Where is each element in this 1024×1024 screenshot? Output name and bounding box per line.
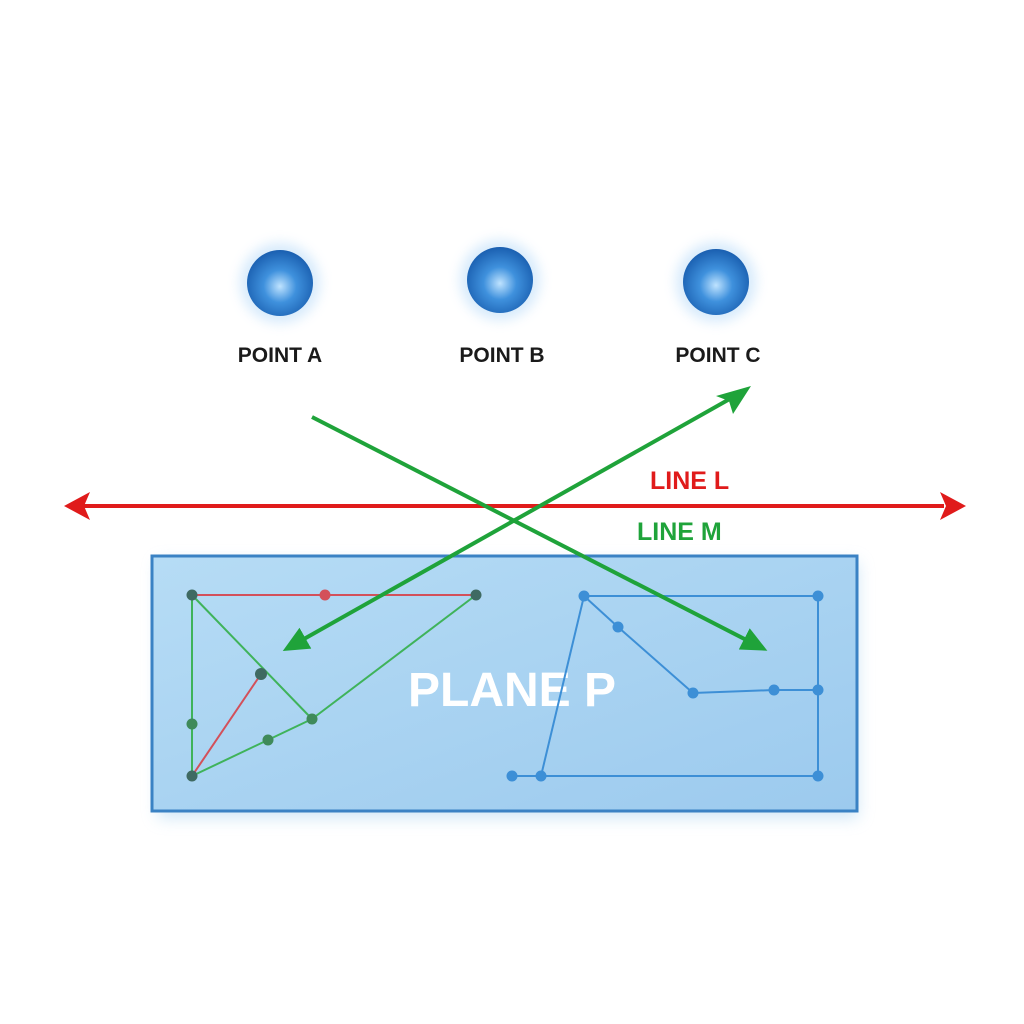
- left-figure: [186, 589, 482, 782]
- left-figure-vertex: [186, 718, 198, 730]
- line-m-arrowhead-up: [716, 386, 751, 414]
- left-figure-vertex: [319, 589, 331, 601]
- left-figure-vertex: [470, 589, 482, 601]
- point-a-sphere: [247, 250, 313, 316]
- point-b-label: POINT B: [459, 344, 544, 367]
- plane-p: PLANE P: [150, 554, 859, 818]
- plane-p-surface: [150, 554, 859, 813]
- left-figure-long-edge: [311, 594, 477, 720]
- left-figure-vertex: [186, 589, 198, 601]
- line-l-label: LINE L: [650, 467, 729, 495]
- point-c: POINT C: [675, 242, 761, 367]
- right-figure-vertex: [535, 770, 547, 782]
- left-figure-vertex: [186, 770, 198, 782]
- left-figure-vertex: [262, 734, 274, 746]
- plane-p-label: PLANE P: [408, 664, 616, 717]
- right-figure-slant-edge: [540, 595, 585, 777]
- line-m-arrow-down-left: [282, 394, 736, 651]
- right-figure-vertex: [506, 770, 518, 782]
- line-l: LINE L: [64, 467, 966, 520]
- left-figure-vertex: [255, 668, 267, 680]
- left-figure-diagonal-edge: [191, 594, 313, 720]
- line-l-right-arrowhead: [940, 492, 966, 520]
- point-c-sphere: [683, 249, 749, 315]
- line-m-arrow-down-right: [311, 415, 768, 651]
- point-b: POINT B: [459, 240, 545, 367]
- right-figure-vertex: [812, 590, 824, 602]
- left-figure-vertex: [306, 713, 318, 725]
- right-figure-vertex: [612, 621, 624, 633]
- point-c-label: POINT C: [675, 344, 760, 367]
- right-figure-vertex: [812, 770, 824, 782]
- right-figure-vertex: [687, 687, 699, 699]
- point-a: POINT A: [238, 243, 322, 367]
- point-a-label: POINT A: [238, 344, 322, 367]
- right-figure-vertex: [812, 684, 824, 696]
- point-b-sphere: [467, 247, 533, 313]
- line-m-label: LINE M: [637, 518, 722, 546]
- left-figure-red-edge: [191, 673, 262, 777]
- right-figure-vertex: [578, 590, 590, 602]
- right-figure-vertex: [768, 684, 780, 696]
- right-figure: [506, 590, 824, 782]
- line-m: LINE M: [282, 386, 768, 651]
- left-figure-bottom-edge: [191, 718, 313, 777]
- line-l-left-arrowhead: [64, 492, 90, 520]
